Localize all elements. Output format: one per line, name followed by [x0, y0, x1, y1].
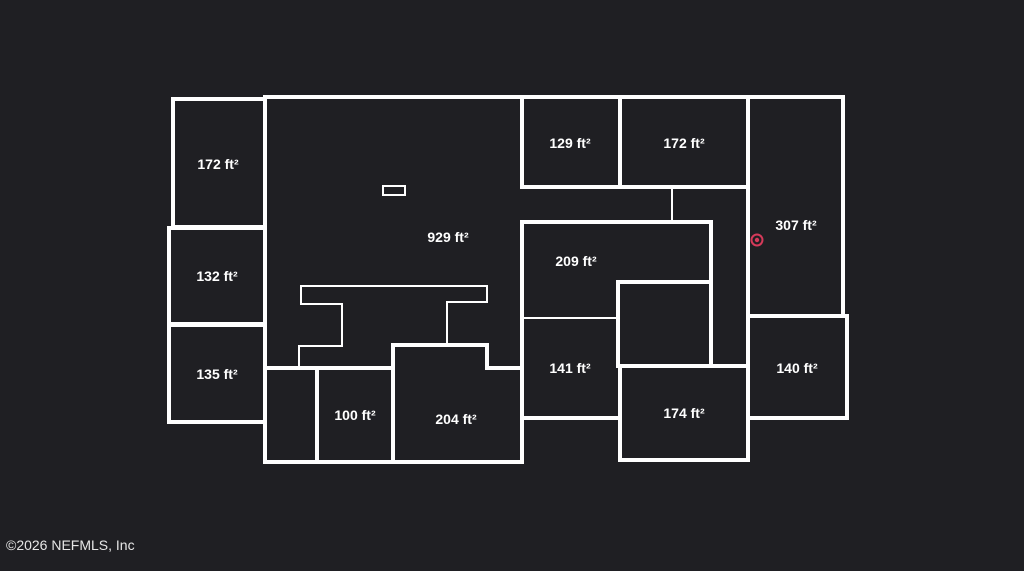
- room-area-label: 129 ft²: [549, 135, 591, 151]
- room-area-label: 172 ft²: [663, 135, 705, 151]
- copyright-notice: ©2026 NEFMLS, Inc: [6, 537, 135, 553]
- room-labels: 172 ft² 132 ft² 135 ft² 929 ft² 129 ft² …: [196, 135, 818, 427]
- walls: [167, 95, 849, 464]
- room-area-label: 141 ft²: [549, 360, 591, 376]
- room-area-label: 209 ft²: [555, 253, 597, 269]
- room-area-label: 100 ft²: [334, 407, 376, 423]
- location-marker-icon[interactable]: [750, 233, 764, 247]
- room-area-label: 307 ft²: [775, 217, 817, 233]
- room-area-label: 929 ft²: [427, 229, 469, 245]
- room-area-label: 172 ft²: [197, 156, 239, 172]
- room-area-label: 132 ft²: [196, 268, 238, 284]
- room-area-label: 204 ft²: [435, 411, 477, 427]
- room-area-label: 140 ft²: [776, 360, 818, 376]
- room-area-label: 135 ft²: [196, 366, 238, 382]
- room-area-label: 174 ft²: [663, 405, 705, 421]
